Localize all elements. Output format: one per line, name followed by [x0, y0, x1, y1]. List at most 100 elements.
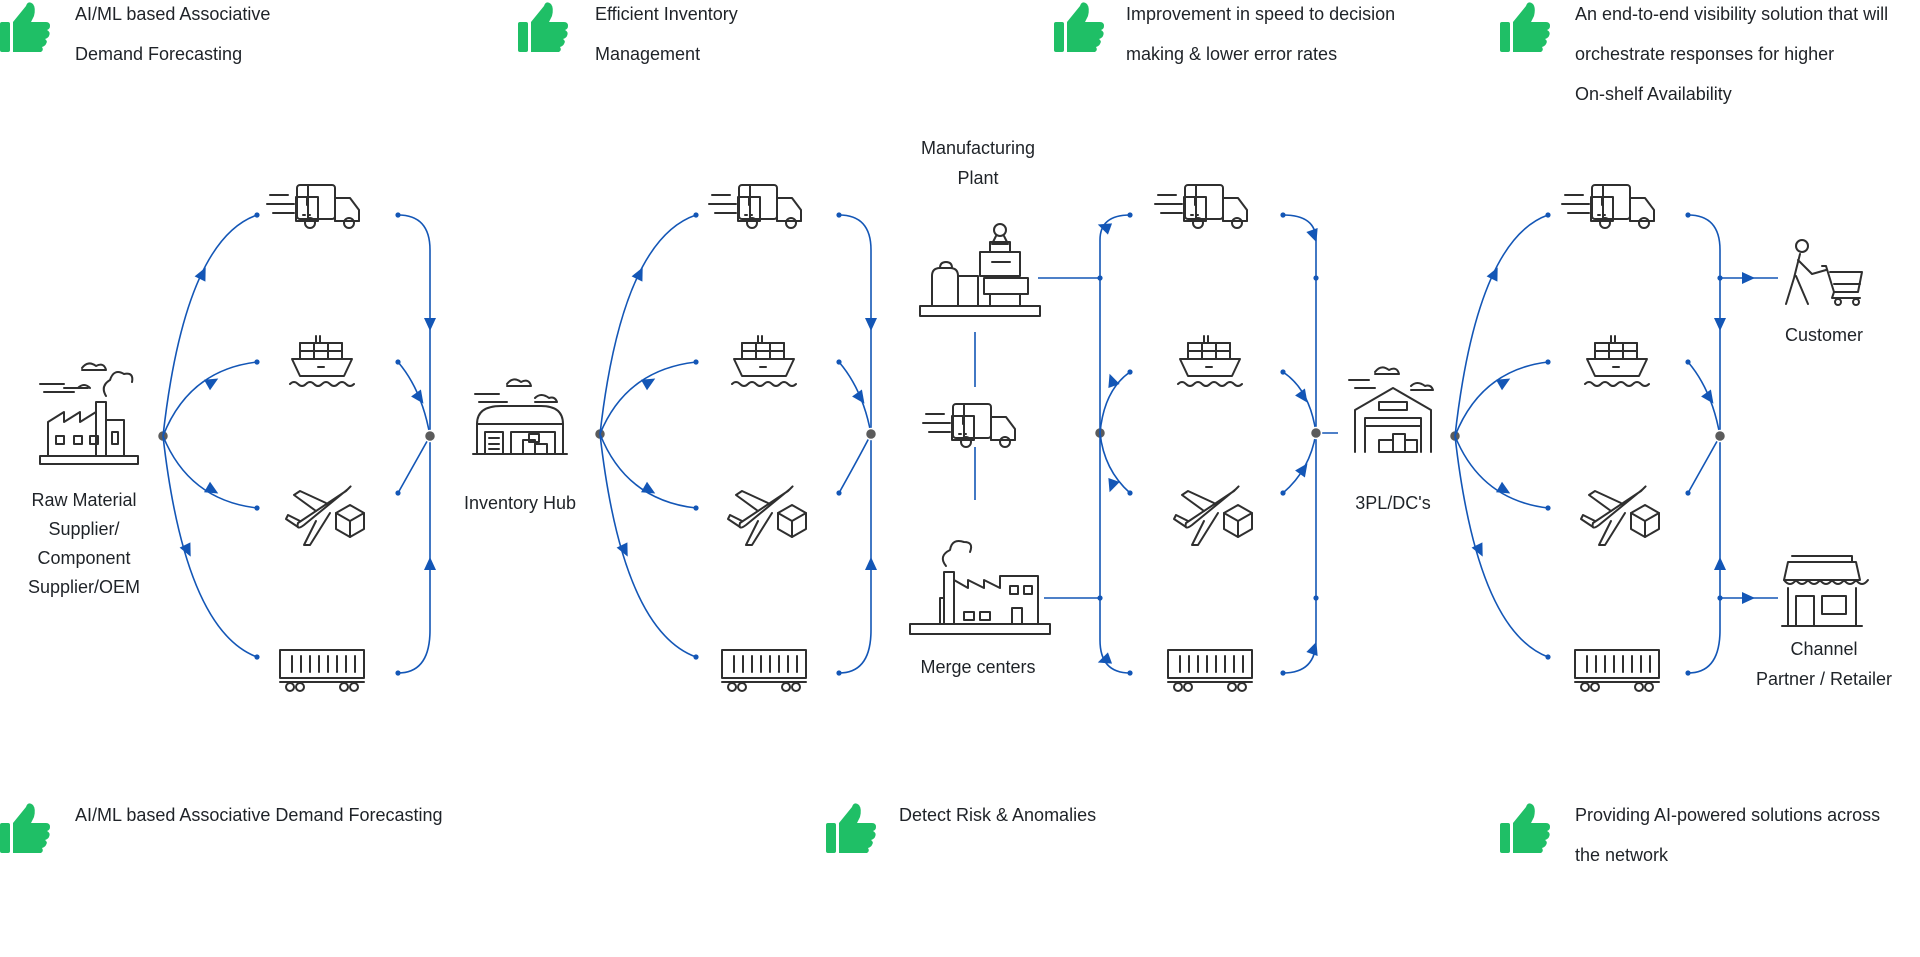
fan-out-link — [599, 433, 697, 658]
delivery-truck-icon — [922, 403, 1016, 448]
flow-arrow — [204, 378, 219, 391]
link-endpoint — [1545, 212, 1551, 218]
merge-junction-2 — [864, 427, 878, 441]
factory-icon — [39, 362, 139, 465]
airplane-package-icon — [727, 485, 807, 546]
fan-out-link — [162, 435, 258, 509]
flow-arrow — [616, 542, 628, 557]
link-endpoint — [836, 359, 842, 365]
merge-link — [838, 433, 872, 494]
link-endpoint — [836, 490, 842, 496]
airplane-package-icon — [1580, 485, 1660, 546]
split-bus — [1099, 214, 1131, 674]
benefit-text-top-4-line: An end-to-end visibility solution that w… — [1575, 4, 1889, 24]
cargo-ship-icon — [731, 335, 797, 387]
flow-arrow — [179, 542, 191, 557]
link-endpoint — [254, 212, 260, 218]
benefit-text-top-4-line: On-shelf Availability — [1575, 84, 1732, 104]
customer-label: Customer — [1744, 320, 1904, 350]
raw-material-label-line: Supplier/ — [48, 519, 120, 539]
link-endpoint — [836, 212, 842, 218]
link-endpoint — [1545, 654, 1551, 660]
link-endpoint — [1127, 369, 1133, 375]
flow-arrow — [1742, 592, 1755, 604]
manufacturing-plant-icon — [919, 223, 1041, 317]
flow-arrow — [1295, 463, 1308, 478]
flow-arrow — [204, 481, 219, 494]
fan-out-link — [162, 214, 258, 437]
flow-arrow — [1097, 223, 1113, 235]
flow-arrow — [424, 318, 436, 331]
merge-link — [1282, 371, 1317, 434]
thumbs-up-icon — [0, 803, 50, 853]
link-endpoint — [254, 654, 260, 660]
flow-arrow — [1108, 373, 1120, 389]
fan-out-link — [162, 435, 258, 658]
link-endpoint — [1685, 359, 1691, 365]
delivery-truck-icon — [266, 184, 360, 229]
link-endpoint — [693, 359, 699, 365]
benefit-text-top-1-line: Demand Forecasting — [75, 44, 243, 64]
merge-bus — [1687, 214, 1721, 674]
link-node — [1313, 595, 1319, 601]
delivery-truck-icon — [1561, 184, 1655, 229]
merge-bus — [397, 214, 431, 674]
flow-arrow — [1295, 388, 1308, 403]
flow-arrow — [1306, 227, 1318, 243]
benefit-text-bottom-1: AI/ML based Associative Demand Forecasti… — [75, 795, 675, 835]
flow-arrow — [1097, 652, 1113, 664]
benefit-text-bottom-3: Providing AI-powered solutions across th… — [1575, 795, 1920, 875]
flow-arrow — [411, 389, 424, 404]
storefront-icon — [1781, 555, 1869, 627]
flow-arrow — [1306, 641, 1318, 657]
benefit-text-top-1-line: AI/ML based Associative — [75, 4, 271, 24]
link-endpoint — [1127, 490, 1133, 496]
thumbs-up-icon — [0, 2, 50, 52]
flow-arrow — [1496, 378, 1511, 391]
link-endpoint — [1280, 369, 1286, 375]
inventory-hub-label-line: Inventory Hub — [463, 493, 577, 513]
shopper-icon — [1785, 239, 1863, 306]
link-node — [1313, 275, 1319, 281]
link-node — [1097, 275, 1103, 281]
link-endpoint — [693, 505, 699, 511]
flow-arrow — [1486, 267, 1498, 282]
link-endpoint — [1545, 359, 1551, 365]
benefit-text-bottom-3-line: the network — [1575, 845, 1669, 865]
flow-arrow — [641, 378, 656, 391]
thumbs-up-icon — [826, 803, 876, 853]
link-endpoint — [1280, 490, 1286, 496]
delivery-truck-icon — [708, 184, 802, 229]
merge-junction-1 — [423, 429, 437, 443]
merge-link — [1282, 432, 1317, 494]
benefit-text-top-4-line: orchestrate responses for higher — [1575, 44, 1835, 64]
link-endpoint — [1685, 670, 1691, 676]
fan-out-link — [162, 361, 258, 437]
link-endpoint — [1127, 670, 1133, 676]
merge-bus — [1282, 214, 1317, 674]
flow-arrow — [1714, 318, 1726, 331]
benefit-text-bottom-2: Detect Risk & Anomalies — [899, 795, 1499, 835]
link-endpoint — [1280, 212, 1286, 218]
merge-link — [397, 435, 431, 494]
flow-arrow — [1742, 272, 1755, 284]
thumbs-up-icon — [1500, 803, 1550, 853]
link-node — [1717, 275, 1723, 281]
rail-container-icon — [279, 649, 365, 692]
cargo-ship-icon — [1584, 335, 1650, 387]
merge-centers-label-line: Merge centers — [920, 657, 1036, 677]
flow-arrow — [1496, 481, 1511, 494]
benefit-text-top-3-line: Improvement in speed to decision — [1126, 4, 1396, 24]
flow-arrow — [865, 557, 877, 570]
link-node — [1097, 595, 1103, 601]
cargo-ship-icon — [289, 335, 355, 387]
inventory-hub-label: Inventory Hub — [440, 488, 600, 518]
cargo-ship-icon — [1177, 335, 1243, 387]
benefit-text-top-2-line: Efficient Inventory — [595, 4, 738, 24]
rail-container-icon — [721, 649, 807, 692]
link-endpoint — [1545, 505, 1551, 511]
